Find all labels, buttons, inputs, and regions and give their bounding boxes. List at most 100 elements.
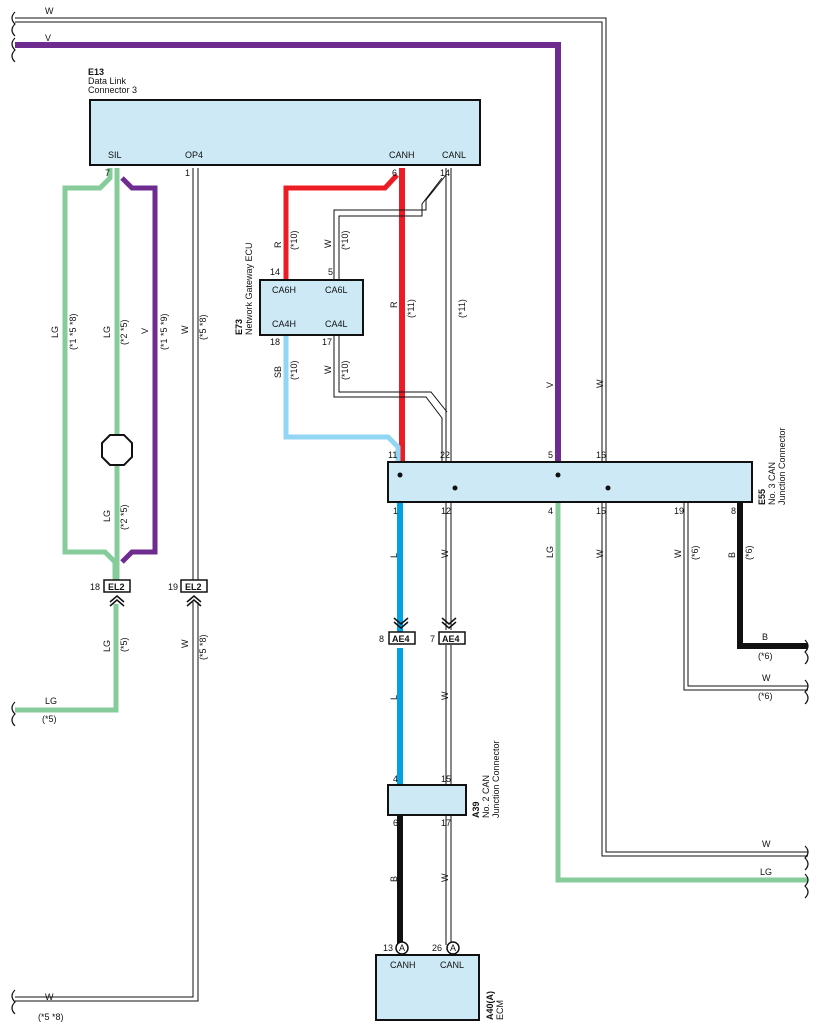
label-v-right: V xyxy=(545,382,555,388)
wire-lg-el2 xyxy=(15,604,119,713)
note-lg-4: (*5) xyxy=(119,637,129,652)
e55-name1: No. 3 CAN xyxy=(767,462,777,505)
note-w-right2: (*6) xyxy=(758,691,773,701)
a39-pin-15: 15 xyxy=(441,774,451,784)
label-w-right2: W xyxy=(762,673,771,683)
e55-pin-8: 8 xyxy=(731,506,736,516)
ae4-label-b: AE4 xyxy=(442,634,460,644)
ecm-num-canh: 13 xyxy=(383,943,393,953)
note-w-e73b: (*10) xyxy=(340,360,350,380)
ae4-pin-8: 8 xyxy=(379,634,384,644)
label-w-op4b: W xyxy=(180,639,190,648)
note-w-e73: (*10) xyxy=(340,230,350,250)
wire-w-canl xyxy=(445,168,452,462)
e55-pin-5: 5 xyxy=(548,450,553,460)
note-lg-2: (*2 *5) xyxy=(119,319,129,345)
note-r-e73: (*10) xyxy=(289,230,299,250)
e73-pin-ca6l: CA6L xyxy=(325,285,348,295)
label-r-e73: R xyxy=(273,241,283,248)
wire-b-8 xyxy=(737,502,808,649)
ae4-tag-7 xyxy=(438,631,466,645)
chevron-down-icon xyxy=(393,617,457,629)
label-l-1: L xyxy=(389,553,399,558)
label-v-2: V xyxy=(140,328,150,334)
a39-code: A39 xyxy=(471,801,481,818)
wire-w-e73-bottom xyxy=(333,333,448,462)
label-w-lower: W xyxy=(440,873,450,882)
label-w-mid: W xyxy=(440,691,450,700)
e13-pin-canh: CANH xyxy=(389,150,415,160)
note-r-canh: (*11) xyxy=(406,299,416,318)
label-b-right: B xyxy=(762,632,768,642)
label-w-left: W xyxy=(45,992,54,1002)
e55-pin-22: 22 xyxy=(440,450,450,460)
e13-num-canh: 6 xyxy=(392,168,397,178)
note-w-19: (*6) xyxy=(690,545,700,560)
note-sb: (*10) xyxy=(289,360,299,380)
label-lg-1: LG xyxy=(50,326,60,338)
label-lg-4: LG xyxy=(102,640,112,652)
label-l-2: L xyxy=(389,695,399,700)
e13-name2: Connector 3 xyxy=(88,85,137,95)
wire-v-top xyxy=(15,42,561,462)
wire-break-icons xyxy=(11,11,809,1015)
e73-pin-ca4l: CA4L xyxy=(325,319,348,329)
label-lg-3: LG xyxy=(102,510,112,522)
ecm-num-canl: 26 xyxy=(432,943,442,953)
label-lg-4b: LG xyxy=(545,546,555,558)
wire-w-12b xyxy=(445,645,452,785)
label-w-e73b: W xyxy=(323,365,333,374)
a39-box xyxy=(387,784,467,816)
note-lg-3: (*2 *5) xyxy=(119,504,129,530)
note-lg-left: (*5) xyxy=(42,714,57,724)
wire-v-loop xyxy=(120,176,158,564)
el2-tag-18 xyxy=(103,579,131,593)
label-w-top: W xyxy=(45,6,54,16)
wire-lg-loop-outer xyxy=(62,168,118,580)
e13-pin-op4: OP4 xyxy=(185,150,203,160)
a40-box xyxy=(375,954,480,1021)
e55-pin-1: 1 xyxy=(393,506,398,516)
wire-w-top-inner xyxy=(15,21,808,857)
e55-code: E55 xyxy=(757,489,767,505)
e73-name: Network Gateway ECU xyxy=(244,242,254,335)
ecm-connector-mark-canl xyxy=(446,941,460,955)
a39-pin-17: 17 xyxy=(441,818,451,828)
note-w-op4b: (*5 *8) xyxy=(198,634,208,660)
el2-tag-19 xyxy=(180,579,208,593)
wire-w-canl-branch xyxy=(333,174,447,283)
a40-name: ECM xyxy=(495,1000,505,1020)
e73-num-ca6l: 5 xyxy=(328,267,333,277)
label-w-15: W xyxy=(595,549,605,558)
ae4-tag-8 xyxy=(388,631,416,645)
a39-pin-6: 6 xyxy=(393,818,398,828)
e55-pin-16: 16 xyxy=(596,450,606,460)
label-lg-right: LG xyxy=(760,867,772,877)
e13-num-sil: 7 xyxy=(105,168,110,178)
label-b-lower: B xyxy=(389,876,399,882)
e73-code: E73 xyxy=(234,319,244,335)
wire-w-top xyxy=(15,17,808,853)
label-sb: SB xyxy=(273,366,283,378)
wire-lg-4 xyxy=(555,502,808,883)
ecm-mark-canh: A xyxy=(399,943,405,953)
e73-num-ca4h: 18 xyxy=(270,337,280,347)
note-b-8: (*6) xyxy=(744,545,754,560)
note-w-canl: (*11) xyxy=(457,299,467,318)
chevron-up-icon xyxy=(109,595,202,607)
label-r-canh: R xyxy=(389,301,399,308)
wire-w-12 xyxy=(445,502,452,630)
e55-name2: Junction Connector xyxy=(777,427,787,505)
e55-pin-15: 15 xyxy=(596,506,606,516)
e55-pin-4: 4 xyxy=(548,506,553,516)
note-b-right: (*6) xyxy=(758,651,773,661)
a39-name2: Junction Connector xyxy=(491,740,501,818)
e73-num-ca6h: 14 xyxy=(270,267,280,277)
wire-sb xyxy=(283,333,401,462)
ecm-pin-canh: CANH xyxy=(390,960,416,970)
label-lg-left: LG xyxy=(45,696,57,706)
label-w-e73: W xyxy=(323,239,333,248)
wires xyxy=(15,17,808,1002)
e13-code: E13 xyxy=(88,67,104,77)
label-w-12: W xyxy=(440,549,450,558)
